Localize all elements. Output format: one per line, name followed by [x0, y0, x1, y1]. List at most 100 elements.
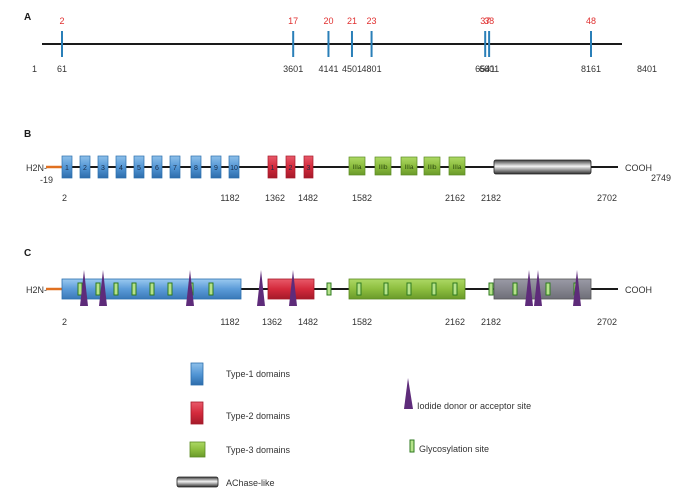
exon-number-label: 21 [347, 16, 357, 26]
legend-iodide-triangle-icon [404, 378, 413, 409]
type2-domain [285, 155, 296, 179]
type1-domain [151, 155, 163, 179]
c-terminus-label: COOH [625, 163, 652, 173]
type2-domain-label: 3 [307, 165, 311, 172]
glycosylation-site-icon [452, 282, 458, 296]
legend-glyco-label: Glycosylation site [419, 444, 489, 454]
type1-domain-label: 3 [101, 165, 105, 172]
type2-domain-label: 2 [289, 165, 293, 172]
legend-iodide-label: Iodide donor or acceptor site [417, 401, 531, 411]
panel-b-label: B [24, 129, 31, 140]
type1-domain-label: 9 [214, 165, 218, 172]
exon-number-label: 23 [367, 16, 377, 26]
type1-domain [228, 155, 240, 179]
glycosylation-site-icon [488, 282, 494, 296]
legend-type3-label: Type-3 domains [226, 445, 291, 455]
type2-domain-label: 1 [271, 165, 275, 172]
n-terminus-label: H2N- [26, 285, 47, 295]
legend-type3-swatch [189, 441, 206, 458]
exon-number-label: 20 [323, 16, 333, 26]
nucleotide-position-label: 8161 [581, 64, 601, 74]
exon-number-label: 17 [288, 16, 298, 26]
legend-type1-swatch [190, 362, 204, 386]
glycosylation-site-icon [383, 282, 389, 296]
type1-domain-label: 1 [65, 165, 69, 172]
residue-position-label: 2702 [597, 317, 617, 327]
panel-a-label: A [24, 12, 31, 23]
glycosylation-site-icon [512, 282, 518, 296]
iodide-site-triangle-icon [289, 270, 297, 306]
iodide-site-triangle-icon [573, 270, 581, 306]
exon-number-label: 2 [59, 16, 64, 26]
residue-position-label: 1362 [262, 317, 282, 327]
exon-ticks: 2611736012041412145012348013765413866014… [57, 16, 601, 74]
residue-position-label: 1482 [298, 317, 318, 327]
exon-number-label: 37 [480, 16, 490, 26]
legend-type1-label: Type-1 domains [226, 369, 291, 379]
glycosylation-site-icon [113, 282, 119, 296]
type2-domain [303, 155, 314, 179]
type1-domain [133, 155, 145, 179]
type3-domain [423, 156, 441, 176]
type3-domain [348, 156, 366, 176]
glycosylation-site-icon [356, 282, 362, 296]
type2-domain [267, 155, 278, 179]
type3-domain-label: IIIa [404, 164, 413, 171]
residue-position-label: 2702 [597, 193, 617, 203]
iodide-site-triangle-icon [99, 270, 107, 306]
iodide-site-triangle-icon [525, 270, 533, 306]
type1-domain [210, 155, 222, 179]
exon-number-label: 48 [586, 16, 596, 26]
type1-domain [169, 155, 181, 179]
iodide-site-triangle-icon [80, 270, 88, 306]
legend: Type-1 domains Type-2 domains Type-3 dom… [176, 362, 531, 488]
glycosylation-site-icon [149, 282, 155, 296]
n-terminus-label: H2N- [26, 163, 47, 173]
legend-glyco-icon [409, 439, 415, 453]
iodide-sites [80, 270, 581, 306]
panel-c-label: C [24, 248, 31, 259]
type1-domain-label: 2 [83, 165, 87, 172]
type3-domain-label: IIIb [378, 164, 387, 171]
type1-domain [61, 155, 73, 179]
type1-domain [79, 155, 91, 179]
type3-domain-label: IIIa [352, 164, 361, 171]
type1-domain-label: 5 [137, 165, 141, 172]
glycosylation-site-icon [431, 282, 437, 296]
residue-position-label: 2 [62, 193, 67, 203]
residue-position-label: 1182 [220, 193, 239, 203]
type3-domain [448, 156, 466, 176]
glycosylation-site-icon [406, 282, 412, 296]
nucleotide-position-label: 4141 [318, 64, 338, 74]
nucleotide-position-label: 4501 [342, 64, 362, 74]
residue-position-label: 2182 [481, 193, 501, 203]
residue-position-label: 2162 [445, 317, 465, 327]
glycosylation-site-icon [95, 282, 101, 296]
residue-position-label: 1362 [265, 193, 285, 203]
nucleotide-position-label: 4801 [362, 64, 382, 74]
glycosylation-site-icon [208, 282, 214, 296]
nucleotide-position-label: 3601 [283, 64, 303, 74]
nucleotide-position-label: 6601 [479, 64, 499, 74]
glycosylation-site-icon [167, 282, 173, 296]
panel-a: A 1 8401 2611736012041412145012348013765… [24, 12, 657, 74]
glycosylation-site-icon [131, 282, 137, 296]
achase-region [493, 278, 592, 300]
type1-domain-label: 8 [194, 165, 198, 172]
iodide-site-triangle-icon [186, 270, 194, 306]
c-terminus-label: COOH [625, 285, 652, 295]
signal-peptide-start-label: -19 [40, 175, 53, 185]
nucleotide-position-label: 61 [57, 64, 67, 74]
legend-type2-label: Type-2 domains [226, 411, 291, 421]
type1-domain-label: 10 [230, 165, 238, 172]
type1-domain-label: 4 [119, 165, 123, 172]
residue-position-label: 2162 [445, 193, 465, 203]
legend-achase-swatch [176, 476, 219, 488]
residue-position-label: 1582 [352, 193, 372, 203]
